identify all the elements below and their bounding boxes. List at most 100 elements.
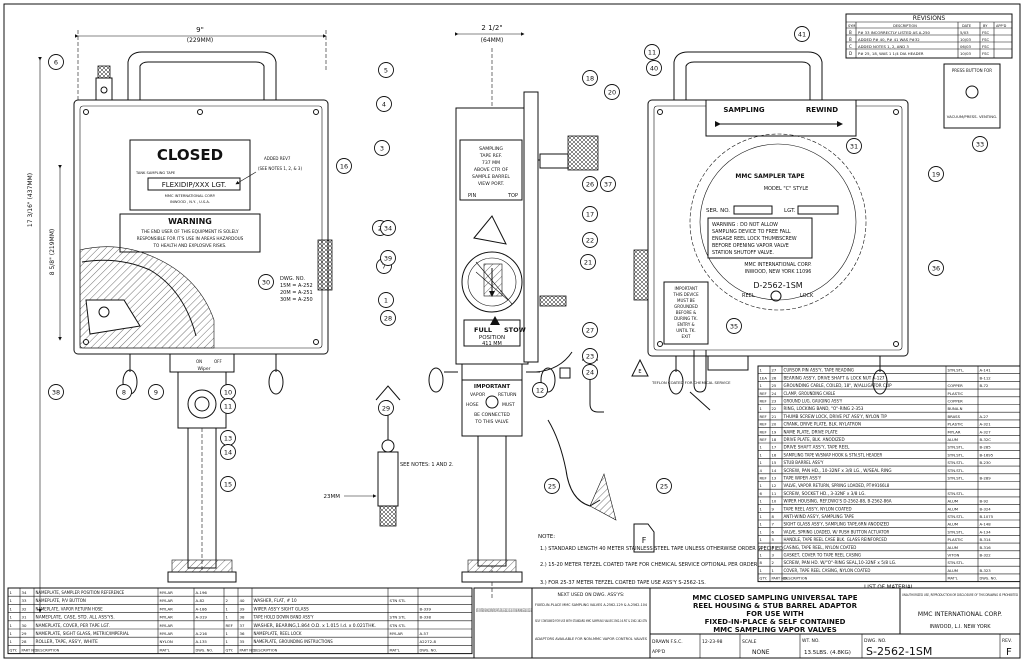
bom-right-cell: 1: [760, 568, 763, 573]
bom-right-cell: 22: [772, 406, 777, 411]
item-balloon-number: 19: [932, 170, 940, 178]
item-balloon-number: 4: [382, 100, 386, 108]
bom-bottom-cell: NAMEPLATE, COVER, PER TAPE LGT.: [36, 623, 110, 629]
rear-model-no: D-2562-1SM: [753, 281, 802, 290]
bom-right-cell: A-148: [980, 522, 992, 527]
sampling-line-5: SAMPLE BARREL: [472, 174, 510, 180]
warning-line-2: RESPONSIBLE FOR IT'S USE IN AREAS HAZARD…: [137, 236, 244, 241]
item-balloon: [48, 54, 64, 70]
bom-right-cell: ALUM: [948, 506, 959, 511]
warning-title: WARNING: [168, 217, 212, 226]
bom-right-cell: PLASTIC: [948, 391, 964, 396]
tag-line-0: IMPORTANT: [675, 286, 699, 291]
bom-right-cell: 20: [772, 422, 777, 427]
return-label: RETURN: [498, 392, 517, 398]
item-balloon-number: 15: [224, 480, 232, 488]
press-button-label: PRESS BUTTON FOR: [952, 68, 992, 73]
bom-right-cell: 5: [772, 537, 775, 542]
bom-right-cell: DRIVE PLATE, BLK. ANODIZED: [784, 437, 846, 443]
rev-row-1-date: 10/03: [960, 37, 972, 42]
note-1: 1.) STANDARD LENGTH 40 METER STAINLESS S…: [540, 546, 785, 552]
title-line-3: FOR USE WITH: [746, 610, 804, 618]
lock-label: LOCK: [800, 293, 814, 299]
note-3: 3.) FOR 25-37 METER TEFZEL COATED TAPE U…: [540, 580, 706, 586]
item-balloon-number: 38: [52, 388, 60, 396]
tag-line-2: MUST BE: [677, 298, 695, 303]
item-balloon-number: 14: [224, 448, 232, 456]
dim-height-total: 17 3/16" (437MM): [27, 173, 34, 227]
bom-right-cell: 1: [760, 383, 763, 388]
item-balloon: [604, 84, 620, 100]
dwg-no-label: DWG. NO.: [280, 276, 305, 282]
item-balloon: [220, 444, 236, 460]
bom-bottom-cell: A-216: [196, 631, 208, 636]
item-balloon: [378, 400, 394, 416]
bom-right-cell: 1: [760, 452, 763, 457]
bom-bottom-cell: MYLAR: [160, 598, 174, 603]
bom-bottom-cell: WASHER, BEARING,1.864 O.D. x 1.015 I.d. …: [254, 623, 376, 629]
bom-right-cell: THUMB SCREW LOCK, DRIVE PLT ASS'Y, NYLON…: [783, 414, 888, 420]
bom-bottom-cell: 36: [240, 631, 245, 636]
item-balloon: [380, 250, 396, 266]
bom-right-cell: B-322: [980, 553, 992, 558]
rev-row-3-sym: D: [849, 51, 852, 56]
reel-label: REEL: [742, 293, 755, 299]
item-balloon: [646, 60, 662, 76]
tank-sampling-label: TANK SAMPLING TAPE: [135, 171, 176, 175]
bom-right-cell: CRANK, DRIVE PLATE, BLK. NYLATRON: [784, 422, 862, 428]
maker-line-2: INWOOD , N.Y. , U.S.A.: [170, 200, 210, 204]
item-balloon-number: 27: [586, 326, 594, 334]
sampling-direction: SAMPLING: [723, 106, 764, 114]
rev-header-sym: SYM: [848, 24, 855, 28]
tag-line-8: EXIT: [682, 334, 691, 339]
sampling-line-3: 737 MM: [482, 160, 500, 166]
item-balloon: [582, 232, 598, 248]
tag-line-4: BEFORE &: [676, 310, 696, 315]
rev-row-2-date: 06/03: [960, 44, 972, 49]
item-balloon: [544, 478, 560, 494]
bom-bottom-cell: 1: [10, 606, 13, 611]
bom-bottom-cell: NAMEPLATE, P/V BUTTON: [36, 598, 86, 604]
bom-right-cell: SAMPLING TAPE W/SNAP HOOK & STN.STL HEAD…: [784, 452, 883, 458]
bom-right-cell: 1: [760, 537, 763, 542]
item-balloon: [644, 44, 660, 60]
bom-right-cell: REF: [760, 437, 767, 442]
item-balloon-number: 25: [660, 482, 668, 490]
item-balloon-number: 28: [384, 314, 392, 322]
bom-right-cell: B-32C: [980, 437, 992, 442]
bom-bottom-cell: 1: [10, 598, 13, 603]
bom-bottom-header: DWG. NO.: [196, 648, 213, 652]
item-balloon: [258, 274, 274, 290]
bom-right-cell: STN.STL.: [948, 529, 965, 534]
bom-right-cell: COPPER: [948, 399, 964, 404]
item-balloon-number: 5: [384, 66, 388, 74]
bom-right-cell: VITON: [948, 553, 960, 558]
bom-right-cell: 18: [772, 437, 777, 442]
bom-right-header: DWG. NO.: [980, 577, 997, 581]
drawn-label: DRAWN F.S.C.: [652, 639, 683, 645]
company-name: MMC INTERNATIONAL CORP.: [918, 611, 1002, 618]
rev-row-0-by: FSC: [982, 30, 990, 35]
must-label: MUST: [502, 402, 515, 408]
rev-label: REV.: [1002, 638, 1012, 644]
bom-right-cell: 15: [772, 460, 777, 465]
item-balloon: [116, 384, 132, 400]
rev-row-1-desc: ADDED P# 40, P# 41 WAS P#32: [858, 37, 920, 42]
bom-right-cell: SCREW, PAN HD. W/"O"-RING SEAL,10-32NF x…: [784, 560, 897, 566]
bom-right-cell: 17: [772, 445, 777, 450]
bom-right-cell: SCREW, PAN HD., 10-32NF x 3/8 LG., W/SEA…: [784, 468, 892, 474]
rev-row-1-sym: B: [849, 37, 852, 42]
item-balloon-number: 10: [224, 388, 232, 396]
bom-right-cell: B-112: [980, 375, 992, 380]
wiper-label: Wiper: [197, 366, 210, 372]
bom-bottom-cell: 1: [226, 639, 229, 644]
bom-right-cell: TAPE WIPER ASS'Y: [783, 476, 822, 482]
used-3: ADAPTORS AVAILABLE FOR NON-MMC VAPOR CON…: [535, 637, 648, 641]
added-rev-note: ADDED REV7: [264, 156, 291, 161]
bom-bottom-cell: NAMEPLATE, SAMPLER POSITION REFERENCE: [36, 590, 125, 596]
bom-bottom-cell: 37: [240, 623, 245, 628]
bom-right-cell: TAPE REEL ASS'Y, NYLON COATED: [783, 506, 853, 512]
bom-right-cell: B-72: [980, 383, 989, 388]
bom-right-cell: SIGHT GLASS ASS'Y, SAMPLING TAPE,6RN ANO…: [784, 522, 890, 528]
